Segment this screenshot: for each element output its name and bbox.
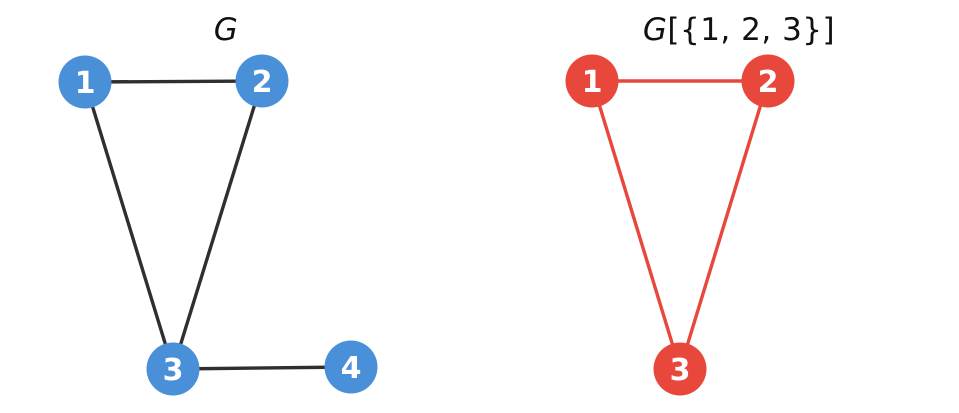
node-label-G-1: 1 (75, 66, 96, 101)
graph-right-layer: 1 2 3 (565, 54, 795, 396)
graph-right-title-rest: [{1, 2, 3}] (667, 12, 835, 48)
graph-right-title-italic: G (643, 12, 668, 48)
graph-node-G-2 (235, 54, 289, 108)
graph-edge-2-3 (678, 80, 770, 370)
graph-left-layer: 1 2 3 4 (58, 54, 378, 396)
node-label-G-induced-1-2-3-3: 3 (670, 353, 691, 388)
node-label-G-2: 2 (252, 65, 273, 100)
node-label-G-4: 4 (341, 351, 362, 386)
graph-node-G-3 (146, 342, 200, 396)
graph-node-G-1 (58, 55, 112, 109)
graph-left-title-italic: G (214, 12, 239, 48)
graph-node-G-induced-1-2-3-3 (653, 342, 707, 396)
node-label-G-3: 3 (163, 353, 184, 388)
graph-node-G-induced-1-2-3-1 (565, 54, 619, 108)
node-label-G-induced-1-2-3-1: 1 (582, 65, 603, 100)
graph-node-G-4 (324, 340, 378, 394)
graph-edge-1-3 (83, 81, 175, 370)
graph-edge-1-3 (590, 80, 682, 370)
graph-right-title: G[{1, 2, 3}] (643, 12, 835, 48)
graph-edge-1-2 (84, 79, 263, 84)
graph-node-G-induced-1-2-3-2 (741, 54, 795, 108)
node-label-G-induced-1-2-3-2: 2 (758, 65, 779, 100)
graph-edge-3-4 (172, 365, 352, 371)
graph-edge-2-3 (171, 80, 264, 370)
graph-left-title: G (214, 12, 239, 48)
